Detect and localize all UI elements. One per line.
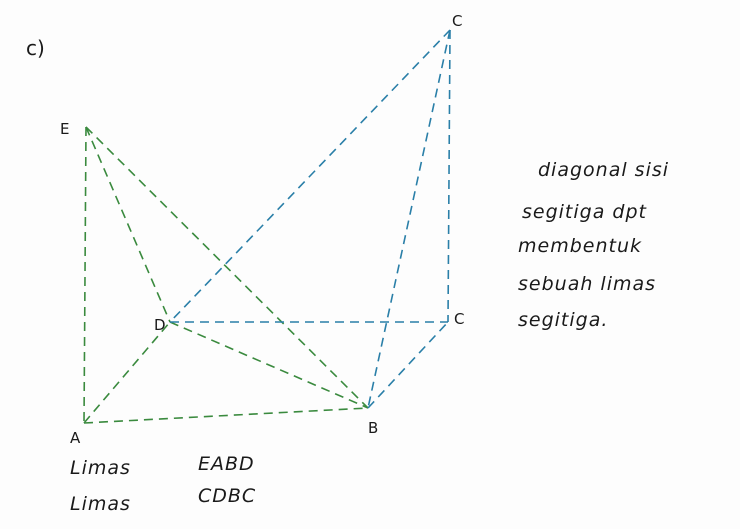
edge-ED: [85, 126, 171, 323]
pyramid-list: Limas EABD Limas CDBC: [70, 453, 256, 515]
pyramid-name: CDBC: [198, 485, 256, 507]
note-line: segitiga.: [518, 309, 608, 331]
point-label-A: A: [70, 429, 81, 447]
edge-CtopD: [169, 29, 451, 323]
point-label-D: D: [154, 316, 166, 334]
edge-BC: [367, 321, 449, 409]
edge-DB: [169, 321, 369, 409]
edge-AB: [83, 407, 369, 424]
pyramid-word: Limas: [70, 493, 131, 515]
point-label-B: B: [368, 419, 378, 437]
pyramid-name: EABD: [198, 453, 255, 475]
note-line: sebuah limas: [518, 273, 656, 295]
edge-EA: [83, 126, 87, 424]
note-line: segitiga dpt: [522, 201, 648, 223]
blue-pyramid-edges: [169, 29, 451, 409]
point-label-C-top: C: [452, 12, 462, 30]
part-label: c): [26, 36, 45, 60]
pyramid-word: Limas: [70, 457, 131, 479]
point-label-E: E: [60, 120, 69, 138]
edge-CtopB: [367, 29, 451, 409]
edge-AD: [83, 321, 171, 424]
note-line: membentuk: [518, 235, 642, 257]
note-line: diagonal sisi: [538, 159, 669, 181]
green-pyramid-edges: [83, 126, 369, 424]
edge-EB: [85, 126, 369, 409]
point-label-C-bottom: C: [454, 310, 464, 328]
side-note: diagonal sisi segitiga dpt membentuk seb…: [518, 159, 669, 331]
edge-CtopC: [447, 29, 451, 323]
